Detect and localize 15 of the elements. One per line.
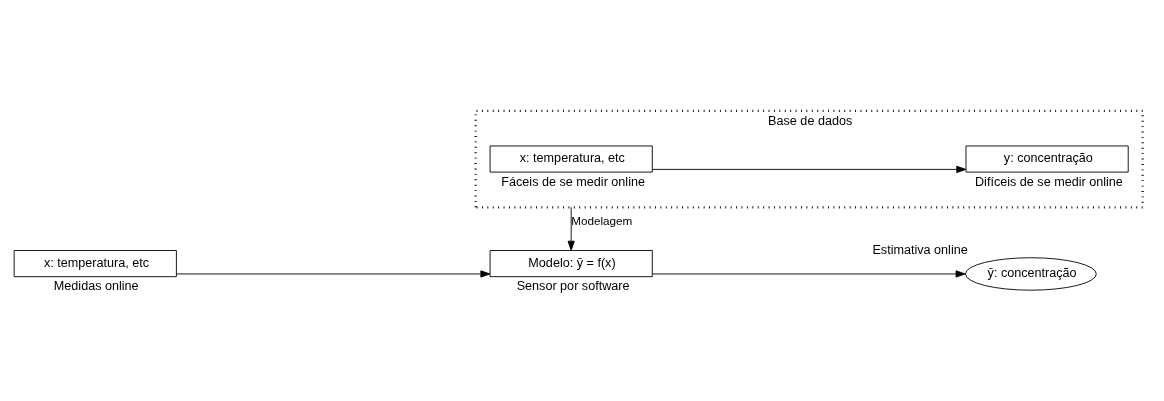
edge-label: Modelagem	[571, 213, 633, 227]
arrow	[567, 206, 575, 251]
arrow	[176, 270, 491, 278]
arrow	[652, 165, 967, 173]
node-box: x: temperatura, etc	[489, 145, 653, 173]
node-label: Estimativa online	[872, 243, 968, 258]
node-box: y: concentração	[965, 145, 1129, 173]
node-label: Medidas online	[53, 279, 139, 294]
node-label: Difíceis de se medir online	[974, 174, 1123, 189]
node-ellipse: ȳ: concentração	[965, 257, 1097, 291]
node-box: x: temperatura, etc	[13, 250, 177, 278]
node-label: Sensor por software	[516, 279, 630, 294]
arrow	[652, 270, 966, 278]
node-label: Fáceis de se medir online	[501, 174, 646, 189]
node-box: Modelo: ȳ = f(x)	[489, 250, 653, 278]
